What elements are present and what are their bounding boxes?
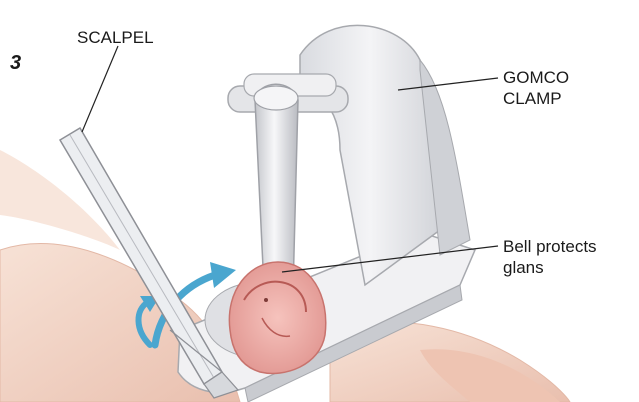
scalpel-label: SCALPEL [77,27,154,48]
tissue [229,262,325,373]
bell-label: Bell protects glans [503,236,597,278]
scalpel-leader [82,46,118,132]
step-number: 3 [10,52,21,75]
gomco-clamp-label: GOMCO CLAMP [503,67,569,109]
